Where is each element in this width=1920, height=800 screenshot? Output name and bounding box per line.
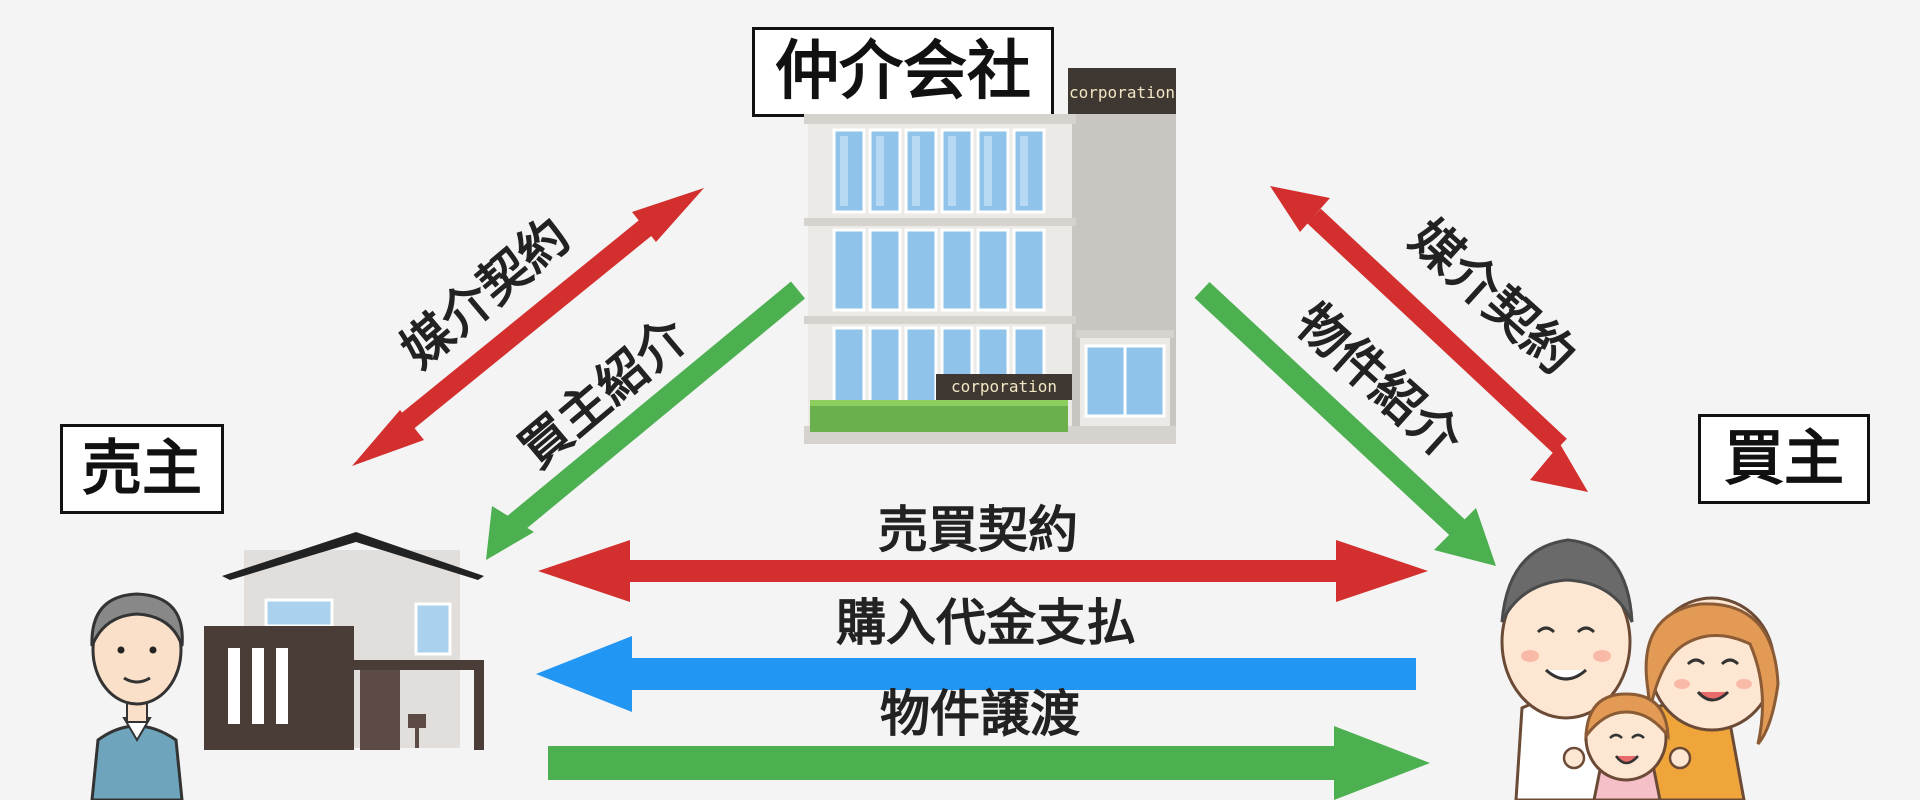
building-sign-top: corporation <box>1069 83 1175 102</box>
seller-brokerage-arrow <box>352 188 704 466</box>
buyer-family-illustration <box>1500 538 1780 800</box>
house-illustration <box>204 532 484 750</box>
sales-contract-arrow <box>538 540 1428 602</box>
buyer-intro-arrow <box>486 281 806 560</box>
seller-label: 売主 <box>60 424 224 514</box>
payment-arrow <box>536 636 1416 712</box>
transfer-label: 物件譲渡 <box>880 684 1080 743</box>
broker-label: 仲介会社 <box>752 27 1054 117</box>
sales-contract-label: 売買契約 <box>878 500 1078 559</box>
transfer-arrow <box>548 726 1430 800</box>
building-sign-bottom: corporation <box>951 377 1057 396</box>
payment-label: 購入代金支払 <box>836 593 1136 652</box>
buyer-brokerage-label: 媒介契約 <box>1399 208 1587 386</box>
property-intro-arrow <box>1194 281 1496 566</box>
buyer-label: 買主 <box>1698 414 1870 504</box>
buyer-brokerage-arrow <box>1270 186 1588 492</box>
seller-person-illustration <box>90 592 184 800</box>
office-building-illustration: corporation <box>804 68 1176 444</box>
